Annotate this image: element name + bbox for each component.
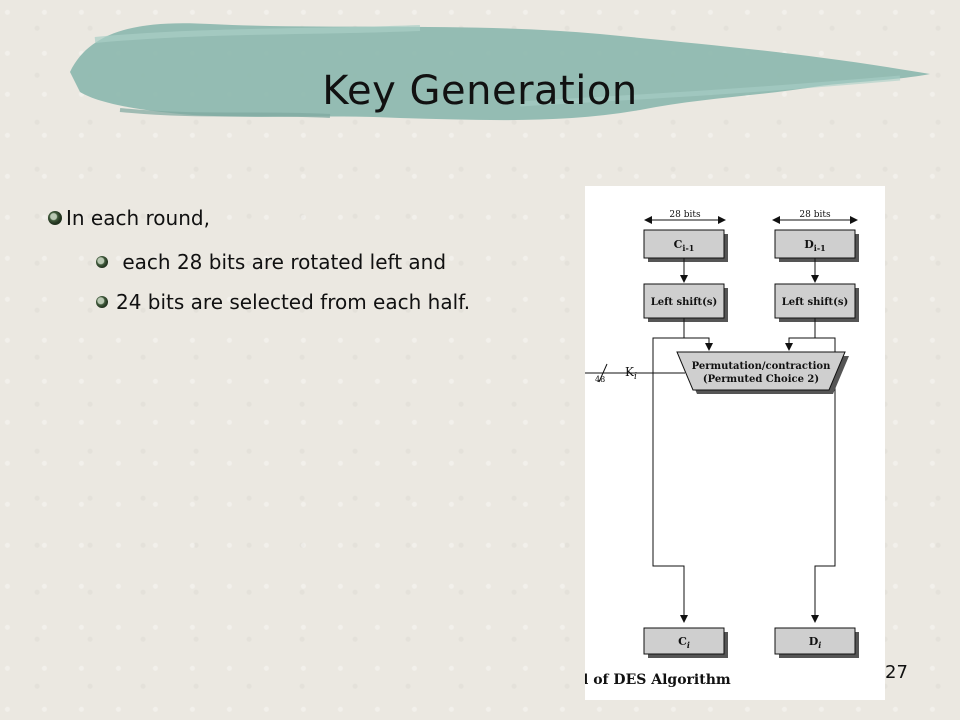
svg-text:Ci: Ci [678, 635, 690, 650]
diagram-caption: l of DES Algorithm [585, 672, 731, 688]
permutation-line1: Permutation/contraction [692, 361, 831, 372]
left-shift-box-d [774, 283, 856, 319]
svg-text:Di-1: Di-1 [804, 238, 825, 253]
c-prev-box [643, 229, 725, 259]
bullet-icon [96, 295, 108, 308]
c-next-sub: i [687, 640, 690, 650]
right-width-label: 28 bits [799, 210, 831, 220]
d-prev-sub: i-1 [814, 243, 826, 253]
page-number: 27 [885, 662, 908, 683]
permutation-line2: (Permuted Choice 2) [703, 374, 819, 385]
title-brush-band [70, 23, 930, 121]
d-next-box [774, 627, 856, 655]
svg-text:Ki: Ki [625, 365, 637, 382]
left-shift-box-c [643, 283, 725, 319]
d-prev-label: D [804, 238, 814, 251]
bullet-icon [96, 255, 108, 268]
c-next-label: C [678, 635, 687, 648]
permutation-box [676, 351, 846, 391]
bullet-level2-text: 24 bits are selected from each half. [116, 290, 471, 314]
slide-title: Key Generation [322, 68, 638, 114]
c-next-box [643, 627, 725, 655]
bullet-level2-2: 24 bits are selected from each half. [96, 290, 556, 314]
bullet-level2-text: each 28 bits are rotated left and [116, 250, 447, 274]
left-width-label: 28 bits [669, 210, 701, 220]
bullet-level1: In each round, [48, 206, 568, 230]
d-next-label: D [809, 635, 819, 648]
k-label: K [625, 365, 635, 379]
left-shift-label-d: Left shift(s) [782, 297, 849, 308]
left-shift-label-c: Left shift(s) [651, 297, 718, 308]
k-sub: i [634, 372, 637, 382]
svg-text:Ci-1: Ci-1 [674, 238, 695, 253]
d-next-sub: i [818, 640, 821, 650]
bullet-level2-1: each 28 bits are rotated left and [96, 250, 556, 274]
des-key-schedule-diagram: 28 bits 28 bits Ci-1 Di-1 Left shift(s) … [585, 186, 885, 700]
c-prev-sub: i-1 [682, 243, 694, 253]
c-prev-label: C [674, 238, 683, 251]
bits-48-label: 48 [595, 375, 605, 384]
bullet-level1-text: In each round, [66, 206, 210, 230]
svg-text:Di: Di [809, 635, 822, 650]
bullet-icon [48, 210, 62, 225]
